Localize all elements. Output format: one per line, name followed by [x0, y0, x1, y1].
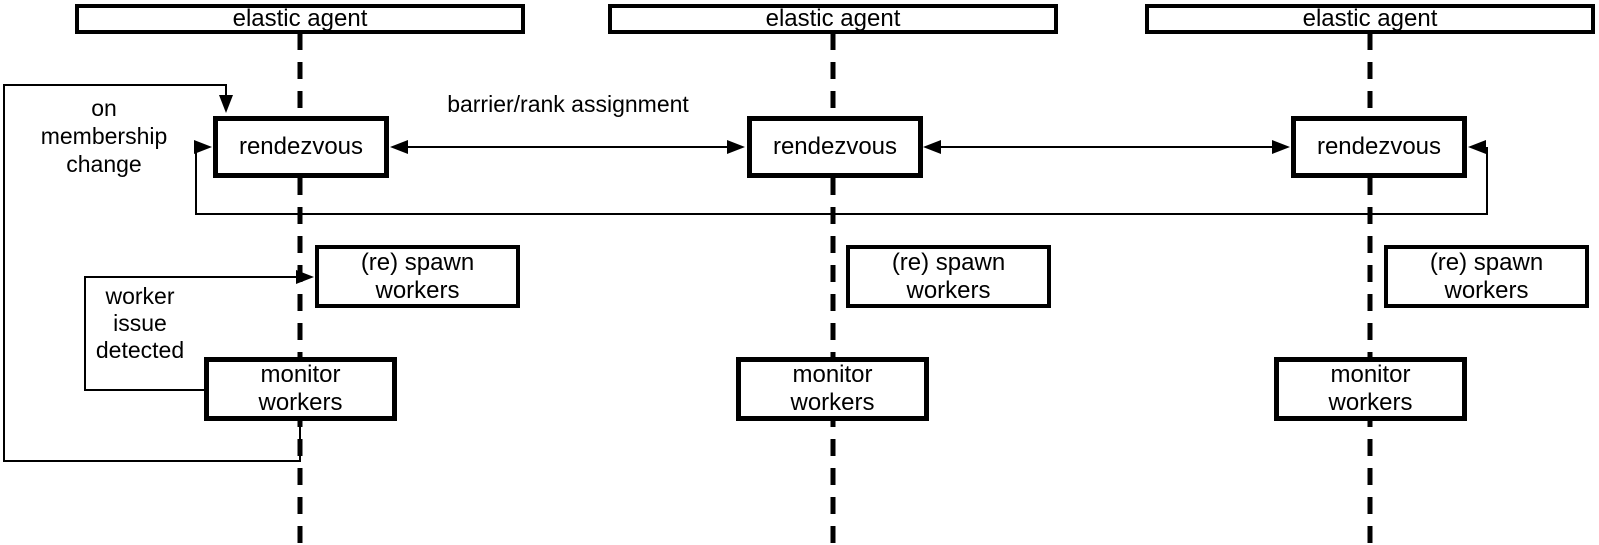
respawn-workers-label-3: (re) spawn workers [1429, 248, 1544, 304]
monitor-workers-label-1: monitor workers [258, 361, 343, 416]
respawn-workers-box-3: (re) spawn workers [1384, 245, 1589, 308]
monitor-workers-box-3: monitor workers [1274, 357, 1467, 421]
arrowhead-into-spawn-workers-1 [296, 270, 314, 284]
barrier-rank-assignment-label: barrier/rank assignment [447, 91, 689, 117]
rendezvous-box-2: rendezvous [747, 116, 923, 178]
arrowhead-into-rendezvous-3-left [1272, 140, 1290, 154]
worker-issue-detected-label: worker issue detected [95, 283, 185, 363]
elastic-agent-box-1: elastic agent [75, 4, 525, 34]
membership-change-loop [3, 84, 301, 462]
respawn-workers-label-2: (re) spawn workers [891, 248, 1006, 304]
arrowhead-into-rendezvous-1-top [219, 95, 233, 113]
arrowhead-into-rendezvous-1-right [390, 140, 408, 154]
arrowhead-into-rendezvous-2-left [727, 140, 745, 154]
elastic-agent-box-2: elastic agent [608, 4, 1058, 34]
respawn-workers-label-1: (re) spawn workers [360, 248, 475, 304]
respawn-workers-box-2: (re) spawn workers [846, 245, 1051, 308]
arrowhead-into-rendezvous-3-right [1468, 140, 1486, 154]
arrowhead-into-rendezvous-2-right [923, 140, 941, 154]
rendezvous-box-1: rendezvous [213, 116, 389, 178]
worker-issue-loop [84, 276, 296, 391]
monitor-workers-label-2: monitor workers [790, 361, 875, 416]
monitor-workers-label-3: monitor workers [1328, 361, 1413, 416]
monitor-workers-box-1: monitor workers [204, 357, 397, 421]
barrier-loop-1-3 [195, 147, 1488, 215]
elastic-agent-box-3: elastic agent [1145, 4, 1595, 34]
rendezvous-box-3: rendezvous [1291, 116, 1467, 178]
arrowhead-into-rendezvous-1-left [194, 140, 212, 154]
monitor-workers-box-2: monitor workers [736, 357, 929, 421]
respawn-workers-box-1: (re) spawn workers [315, 245, 520, 308]
on-membership-change-label: on membership change [40, 95, 168, 177]
